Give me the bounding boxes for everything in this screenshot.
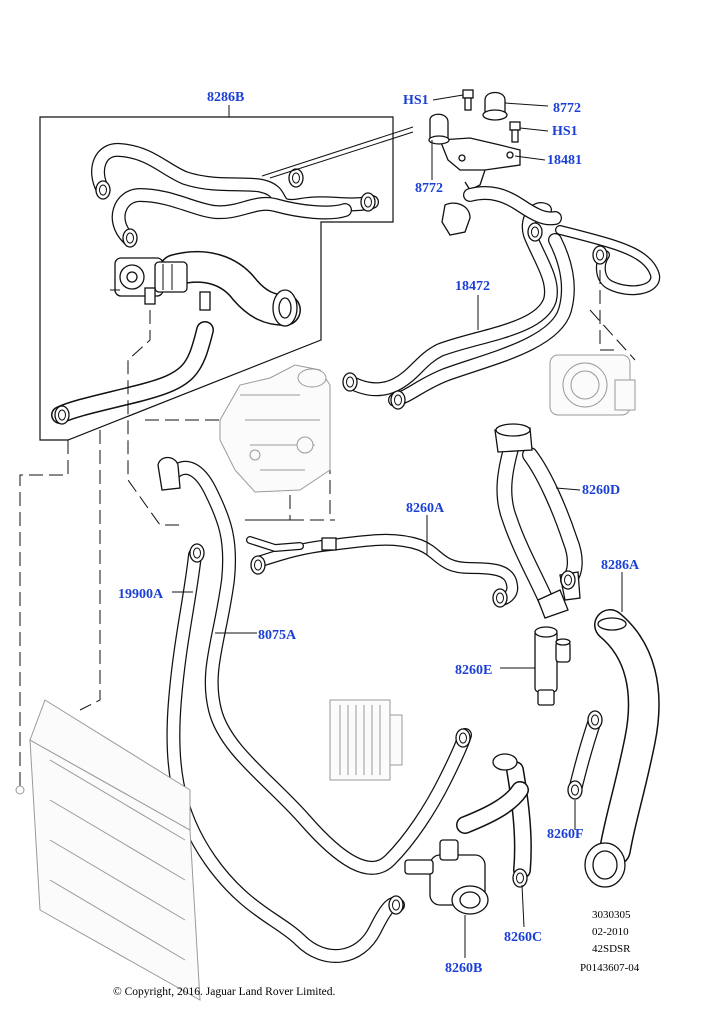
callout-8260a: 8260A [406, 501, 445, 516]
callout-19900a: 19900A [118, 587, 164, 602]
callout-8260b: 8260B [445, 961, 482, 976]
hose-8260c[interactable] [456, 753, 532, 888]
hose-8260f[interactable] [567, 710, 603, 800]
callout-hs1-right: HS1 [552, 124, 578, 139]
oil-cooler-ghost [329, 699, 403, 781]
throttle-body-ghost [549, 270, 636, 416]
meta-line-1: 3030305 [592, 909, 631, 921]
clip-8772-top[interactable] [482, 91, 508, 121]
callout-8075a: 8075A [258, 628, 297, 643]
callout-8260f: 8260F [547, 827, 584, 842]
bolt-hs1-right[interactable] [509, 121, 521, 143]
hose-18472[interactable] [342, 186, 661, 410]
hose-8260d[interactable] [494, 423, 583, 619]
callout-8772-top: 8772 [553, 101, 581, 116]
hose-8286a[interactable] [584, 609, 660, 888]
connector-8260e[interactable] [534, 626, 571, 706]
bolt-hs1-top[interactable] [462, 89, 474, 111]
meta-line-2: 02-2010 [592, 926, 629, 938]
callout-8260c: 8260C [504, 930, 542, 945]
hose-8286b-main[interactable] [51, 251, 301, 425]
bracket-18481[interactable] [439, 137, 521, 191]
callout-18472: 18472 [455, 279, 490, 294]
hose-8260a[interactable] [246, 533, 519, 608]
hose-group-8286b-box [39, 116, 394, 441]
hose-8286b[interactable] [91, 142, 379, 248]
meta-line-3: 42SDSR [592, 943, 631, 955]
hose-19900a[interactable] [166, 543, 405, 963]
callout-8772-left: 8772 [415, 181, 443, 196]
callout-8286b: 8286B [207, 90, 244, 105]
callout-18481: 18481 [547, 153, 582, 168]
leader-lines [110, 94, 623, 958]
copyright-notice: © Copyright, 2016. Jaguar Land Rover Lim… [113, 986, 336, 998]
callout-8260e: 8260E [455, 663, 492, 678]
callout-hs1-top: HS1 [403, 93, 429, 108]
meta-line-4: P0143607-04 [580, 962, 640, 974]
illustration-meta: 3030305 02-2010 42SDSR P0143607-04 [580, 909, 640, 974]
clip-8772-left[interactable] [428, 113, 450, 145]
callout-8286a: 8286A [601, 558, 640, 573]
hose-8075a[interactable] [157, 456, 472, 875]
callout-8260d: 8260D [582, 483, 620, 498]
engine-housing-ghost [219, 364, 331, 493]
radiator-ghost [15, 699, 201, 1001]
callout-labels: 8286B HS1 8772 HS1 18481 8772 18472 8260… [118, 90, 640, 976]
dashed-connectors-left [19, 310, 335, 790]
connector-8260b[interactable] [404, 839, 489, 915]
